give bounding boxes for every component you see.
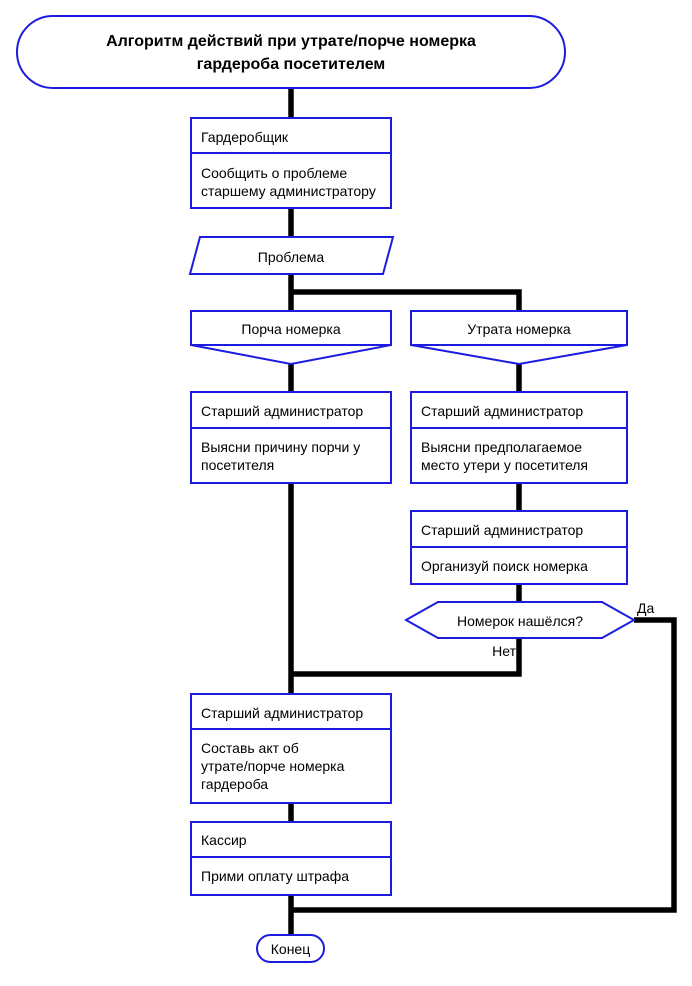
report-role-label: Гардеробщик: [201, 129, 289, 145]
end-terminator-shape: [256, 934, 325, 963]
end-label: Конец: [270, 941, 311, 957]
case-loss-label: Утрата номерка: [467, 321, 571, 337]
decision-found-label: Номерок нашёлся?: [457, 613, 583, 629]
no-branch-connector: [291, 638, 522, 677]
decision-hexagon-shape: [403, 601, 637, 639]
report-action-label: Сообщить о проблеме старшему администрат…: [201, 165, 376, 199]
diagram-title: Алгоритм действий при утрате/порче номер…: [106, 33, 476, 73]
report-node-shape: [190, 117, 392, 209]
case-damage-triangle: [190, 344, 392, 366]
make-act-action-label: Составь акт об утрате/порче номерка гард…: [201, 740, 345, 792]
find-place-role-label: Старший администратор: [421, 403, 584, 419]
yes-edge-label: Да: [637, 600, 655, 616]
organize-search-role-label: Старший администратор: [421, 522, 584, 538]
find-place-node-shape: [410, 391, 628, 484]
find-cause-node-shape: [190, 391, 392, 484]
find-cause-action-label: Выясни причину порчи у посетителя: [201, 439, 361, 473]
find-cause-role-label: Старший администратор: [201, 403, 364, 419]
case-damage-shape: [190, 310, 392, 346]
case-damage-label: Порча номерка: [241, 321, 341, 337]
branch-connector: [291, 289, 522, 313]
start-terminator-shape: [16, 15, 566, 89]
case-loss-triangle: [410, 344, 628, 366]
take-payment-action-label: Прими оплату штрафа: [201, 868, 349, 884]
case-loss-shape: [410, 310, 628, 346]
shapes: [16, 15, 637, 963]
problem-io-shape: [188, 236, 395, 275]
problem-label: Проблема: [257, 249, 325, 265]
find-place-action-label: Выясни предполагаемое место утери у посе…: [421, 439, 589, 473]
no-edge-label: Нет: [492, 643, 516, 659]
take-payment-role-label: Кассир: [201, 832, 247, 848]
organize-search-action-label: Организуй поиск номерка: [421, 558, 588, 574]
yes-branch-connector: [291, 617, 677, 913]
make-act-role-label: Старший администратор: [201, 705, 364, 721]
take-payment-node-shape: [190, 821, 392, 896]
make-act-node-shape: [190, 693, 392, 804]
